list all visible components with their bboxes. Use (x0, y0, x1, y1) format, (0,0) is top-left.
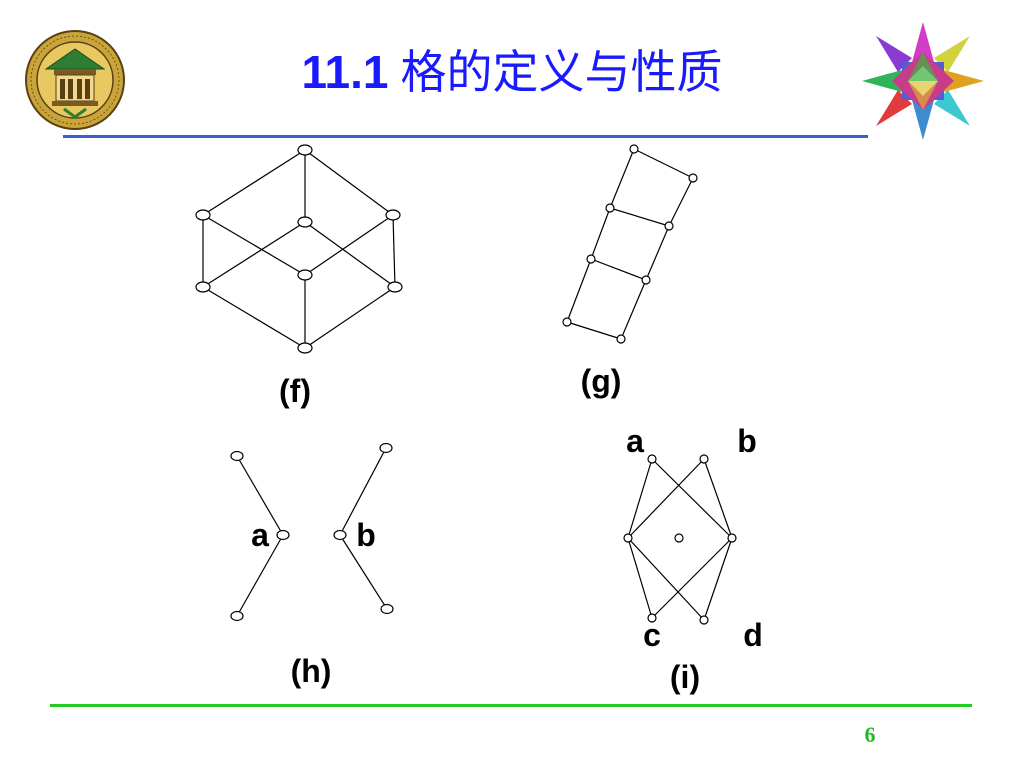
edge-h-lt-a (236, 455, 284, 536)
node-h-b (333, 529, 347, 541)
node-g-bottom (616, 334, 626, 344)
node-f-l1 (195, 209, 211, 221)
title-number: 11.1 (301, 46, 389, 98)
node-f-bottom (297, 342, 313, 354)
edge-i-b-left (627, 458, 705, 539)
node-i-b (699, 454, 709, 464)
node-h-right-top (379, 442, 393, 454)
label-i-c: c (643, 617, 661, 653)
edge-i-left-d (627, 537, 705, 621)
node-h-left-bottom (230, 610, 244, 622)
node-f-top (297, 144, 313, 156)
label-i-d: d (743, 617, 763, 653)
caption-f: (f) (279, 373, 311, 409)
edge-g-l1-r2 (609, 207, 670, 227)
title-text: 格的定义与性质 (400, 45, 723, 99)
label-h-b: b (356, 517, 376, 553)
label-i-a: a (626, 423, 644, 459)
node-i-c (647, 613, 657, 623)
node-f-c1 (297, 216, 313, 228)
edge-i-right-c (651, 537, 733, 619)
edge-f-c1-l2 (202, 221, 306, 288)
figure-g: (g) (562, 144, 698, 399)
node-f-r2 (387, 281, 403, 293)
node-h-right-bottom (380, 603, 394, 615)
footer-rule (50, 704, 972, 707)
node-i-middle (674, 533, 684, 543)
edge-g-l3-bottom (566, 321, 622, 340)
edge-i-a-left (627, 458, 653, 539)
edge-g-top-l1 (609, 148, 635, 209)
figure-f: (f) (195, 144, 403, 409)
caption-i: (i) (670, 659, 700, 695)
label-i-b: b (737, 423, 757, 459)
edge-f-r1-c2 (304, 214, 394, 276)
node-f-l2 (195, 281, 211, 293)
caption-h: (h) (291, 653, 332, 689)
polyhedron-decoration (862, 22, 984, 140)
node-g-r1 (688, 173, 698, 183)
node-g-r3 (641, 275, 651, 285)
node-g-r2 (664, 221, 674, 231)
node-g-l3 (562, 317, 572, 327)
edge-f-r2-bottom (304, 286, 396, 349)
page-number: 6 (864, 722, 876, 747)
node-g-l1 (605, 203, 615, 213)
node-h-left-top (230, 450, 244, 462)
edge-g-l2-r3 (590, 258, 647, 281)
edge-h-b-rb (339, 534, 388, 610)
node-i-a (647, 454, 657, 464)
edge-f-l1-c2 (202, 214, 306, 276)
edge-h-a-lb (236, 534, 284, 617)
edge-f-c1-r2 (304, 221, 396, 288)
edge-f-top-r1 (304, 149, 394, 216)
edge-f-r1-r2 (392, 214, 396, 288)
node-i-left (623, 533, 633, 543)
edge-f-l2-bottom (202, 286, 306, 349)
edge-i-b-right (703, 458, 733, 539)
node-h-a (276, 529, 290, 541)
figure-h: a b (h) (230, 442, 394, 689)
edge-g-r2-r3 (645, 225, 670, 281)
title-underline (63, 135, 868, 138)
edge-g-r3-bottom (620, 279, 647, 340)
edge-h-rt-b (339, 447, 387, 536)
edge-i-left-c (627, 537, 653, 619)
caption-g: (g) (581, 363, 622, 399)
node-g-top (629, 144, 639, 154)
edge-i-a-right (651, 458, 733, 539)
edge-i-right-d (703, 537, 733, 621)
university-seal-logo (25, 30, 125, 130)
edge-g-top-r1 (633, 148, 694, 179)
edge-g-l1-l2 (590, 207, 611, 260)
label-h-a: a (251, 517, 269, 553)
node-g-l2 (586, 254, 596, 264)
node-f-c2 (297, 269, 313, 281)
edge-g-l2-l3 (566, 258, 592, 323)
edge-f-top-l1 (202, 149, 306, 216)
node-i-d (699, 615, 709, 625)
node-i-right (727, 533, 737, 543)
figure-i: a b c d (i) (623, 423, 763, 695)
edge-g-r1-r2 (668, 177, 694, 227)
node-f-r1 (385, 209, 401, 221)
